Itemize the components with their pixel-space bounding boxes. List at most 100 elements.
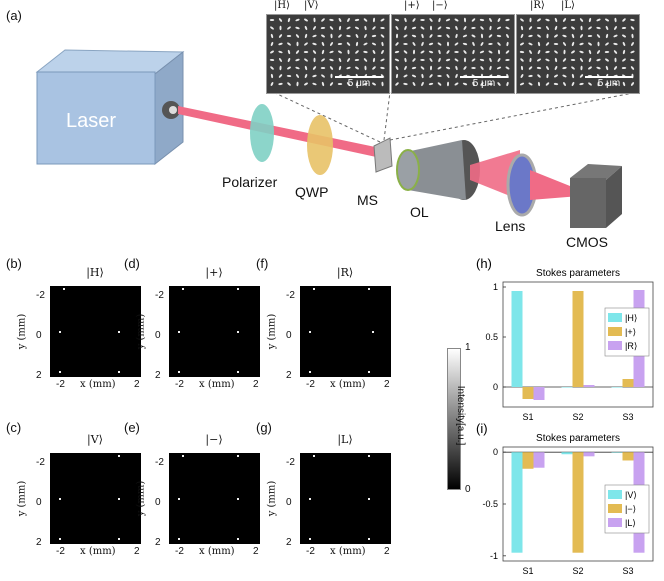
ol-label: OL bbox=[410, 204, 429, 220]
intensity-spot bbox=[309, 538, 312, 541]
x-axis-label: x (mm) bbox=[80, 379, 116, 390]
sem-ket-plus: |+⟩ bbox=[404, 0, 420, 11]
intensity-spot bbox=[367, 454, 370, 457]
intensity-spot bbox=[367, 497, 370, 500]
x-axis-label: x (mm) bbox=[199, 546, 235, 557]
y-tick-label: -0.5 bbox=[482, 499, 498, 509]
y-axis-label: y (mm) bbox=[135, 480, 147, 517]
x-tick: -2 bbox=[306, 379, 315, 390]
intensity-spot bbox=[309, 497, 312, 500]
laser-box-front bbox=[36, 71, 156, 165]
bar bbox=[611, 387, 623, 388]
intensity-spot bbox=[59, 371, 62, 374]
sem-ket-v: |V⟩ bbox=[304, 0, 319, 11]
intensity-spot bbox=[236, 287, 239, 290]
bar bbox=[561, 452, 573, 455]
y-tick-label: 0 bbox=[493, 447, 498, 457]
legend-swatch bbox=[608, 490, 622, 499]
intensity-spot bbox=[371, 330, 374, 333]
panel-label-h: (h) bbox=[476, 256, 492, 271]
x-tick: 2 bbox=[384, 546, 390, 557]
intensity-title: |V⟩ bbox=[87, 433, 103, 446]
intensity-spot bbox=[178, 371, 181, 374]
intensity-spot bbox=[117, 371, 120, 374]
sem-ket-l: |L⟩ bbox=[561, 0, 575, 11]
lens-label: Lens bbox=[495, 218, 526, 234]
polarizer-plate bbox=[250, 104, 274, 162]
intensity-title: |+⟩ bbox=[205, 266, 223, 279]
setup-diagram bbox=[35, 49, 639, 228]
intensity-image bbox=[50, 453, 141, 544]
y-axis-label: y (mm) bbox=[266, 313, 278, 350]
intensity-spot bbox=[178, 538, 181, 541]
y-tick-label: 0.5 bbox=[485, 332, 498, 342]
y-tick: 0 bbox=[155, 330, 161, 341]
intensity-image bbox=[50, 286, 141, 377]
intensity-spot bbox=[309, 330, 312, 333]
cmos-box-front bbox=[570, 178, 606, 228]
y-tick: -2 bbox=[155, 290, 164, 301]
intensity-spot bbox=[367, 371, 370, 374]
intensity-spot bbox=[182, 287, 185, 290]
intensity-spot bbox=[309, 371, 312, 374]
y-axis-label: y (mm) bbox=[266, 480, 278, 517]
y-tick: 2 bbox=[155, 370, 161, 381]
legend-label: |L⟩ bbox=[625, 518, 636, 528]
bar bbox=[533, 452, 545, 468]
sem-scalebar: 5 μm bbox=[585, 76, 633, 89]
colorbar-min: 0 bbox=[465, 484, 471, 495]
sem-ket-r: |R⟩ bbox=[530, 0, 545, 11]
intensity-spot bbox=[59, 538, 62, 541]
x-tick-label: S3 bbox=[622, 412, 633, 422]
intensity-spot bbox=[236, 371, 239, 374]
bar bbox=[572, 452, 584, 553]
intensity-spot bbox=[236, 454, 239, 457]
y-axis-label: y (mm) bbox=[135, 313, 147, 350]
y-tick: 0 bbox=[286, 330, 292, 341]
qwp-plate bbox=[307, 115, 333, 175]
y-axis-label: y (mm) bbox=[16, 313, 28, 350]
intensity-spot bbox=[117, 538, 120, 541]
sem-ket-minus: |−⟩ bbox=[432, 0, 448, 11]
legend-swatch bbox=[608, 341, 622, 350]
bar bbox=[611, 452, 623, 453]
bar bbox=[633, 452, 645, 553]
bar bbox=[572, 291, 584, 387]
y-tick: 0 bbox=[155, 497, 161, 508]
y-tick-label: 0 bbox=[493, 382, 498, 392]
chart-frame bbox=[502, 281, 654, 408]
chart-frame bbox=[502, 446, 654, 562]
x-tick: 2 bbox=[253, 546, 259, 557]
chart-title: Stokes parameters bbox=[536, 433, 620, 444]
intensity-spot bbox=[117, 497, 120, 500]
y-tick: -2 bbox=[286, 457, 295, 468]
x-axis-label: x (mm) bbox=[330, 546, 366, 557]
intensity-spot bbox=[59, 497, 62, 500]
x-axis-label: x (mm) bbox=[80, 546, 116, 557]
x-tick-label: S3 bbox=[622, 566, 633, 576]
intensity-spot bbox=[236, 330, 239, 333]
colorbar bbox=[447, 348, 461, 490]
intensity-title: |H⟩ bbox=[86, 266, 104, 279]
y-tick: 2 bbox=[36, 537, 42, 548]
legend-swatch bbox=[608, 313, 622, 322]
y-tick-label: -1 bbox=[490, 551, 498, 561]
qwp-label: QWP bbox=[295, 184, 329, 200]
legend-swatch bbox=[608, 327, 622, 336]
objective-lens-front bbox=[396, 149, 420, 191]
bar bbox=[622, 452, 634, 461]
ms-label: MS bbox=[357, 192, 378, 208]
intensity-spot bbox=[182, 454, 185, 457]
legend-swatch bbox=[608, 504, 622, 513]
bar bbox=[522, 387, 534, 399]
legend-label: |H⟩ bbox=[625, 313, 637, 323]
intensity-spot bbox=[178, 330, 181, 333]
y-tick: 0 bbox=[36, 330, 42, 341]
bar bbox=[511, 291, 523, 387]
y-axis-label: y (mm) bbox=[16, 480, 28, 517]
intensity-image bbox=[169, 453, 260, 544]
bar bbox=[583, 385, 595, 387]
intensity-title: |L⟩ bbox=[337, 433, 353, 446]
legend-label: |+⟩ bbox=[625, 327, 636, 337]
sem-image-rl: 5 μm bbox=[516, 14, 640, 94]
